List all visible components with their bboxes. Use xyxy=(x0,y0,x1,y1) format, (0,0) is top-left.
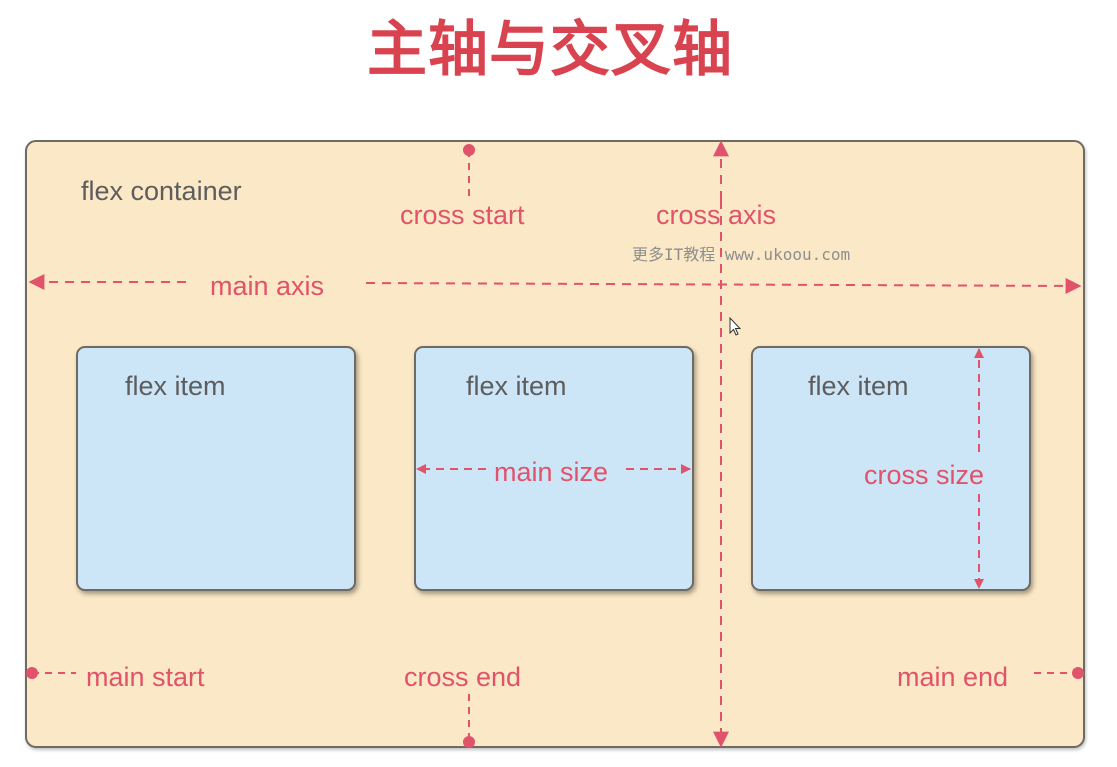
flex-item-label-1: flex item xyxy=(125,371,226,401)
cross-end-label: cross end xyxy=(404,662,522,692)
cross-axis-label: cross axis xyxy=(656,200,777,230)
main-size-label: main size xyxy=(494,457,609,487)
cross-size-label: cross size xyxy=(864,460,985,490)
flex-item-box-3 xyxy=(751,346,1031,591)
flex-item-label-3: flex item xyxy=(808,371,909,401)
main-axis-label: main axis xyxy=(210,271,325,301)
flex-container-label: flex container xyxy=(81,176,242,206)
cross-start-label: cross start xyxy=(400,200,525,230)
main-end-label: main end xyxy=(897,662,1009,692)
watermark-text: 更多IT教程 www.ukoou.com xyxy=(632,245,851,264)
flex-item-label-2: flex item xyxy=(466,371,567,401)
page-title: 主轴与交叉轴 xyxy=(367,15,733,85)
main-start-label: main start xyxy=(86,662,205,692)
flex-item-box-1 xyxy=(76,346,356,591)
